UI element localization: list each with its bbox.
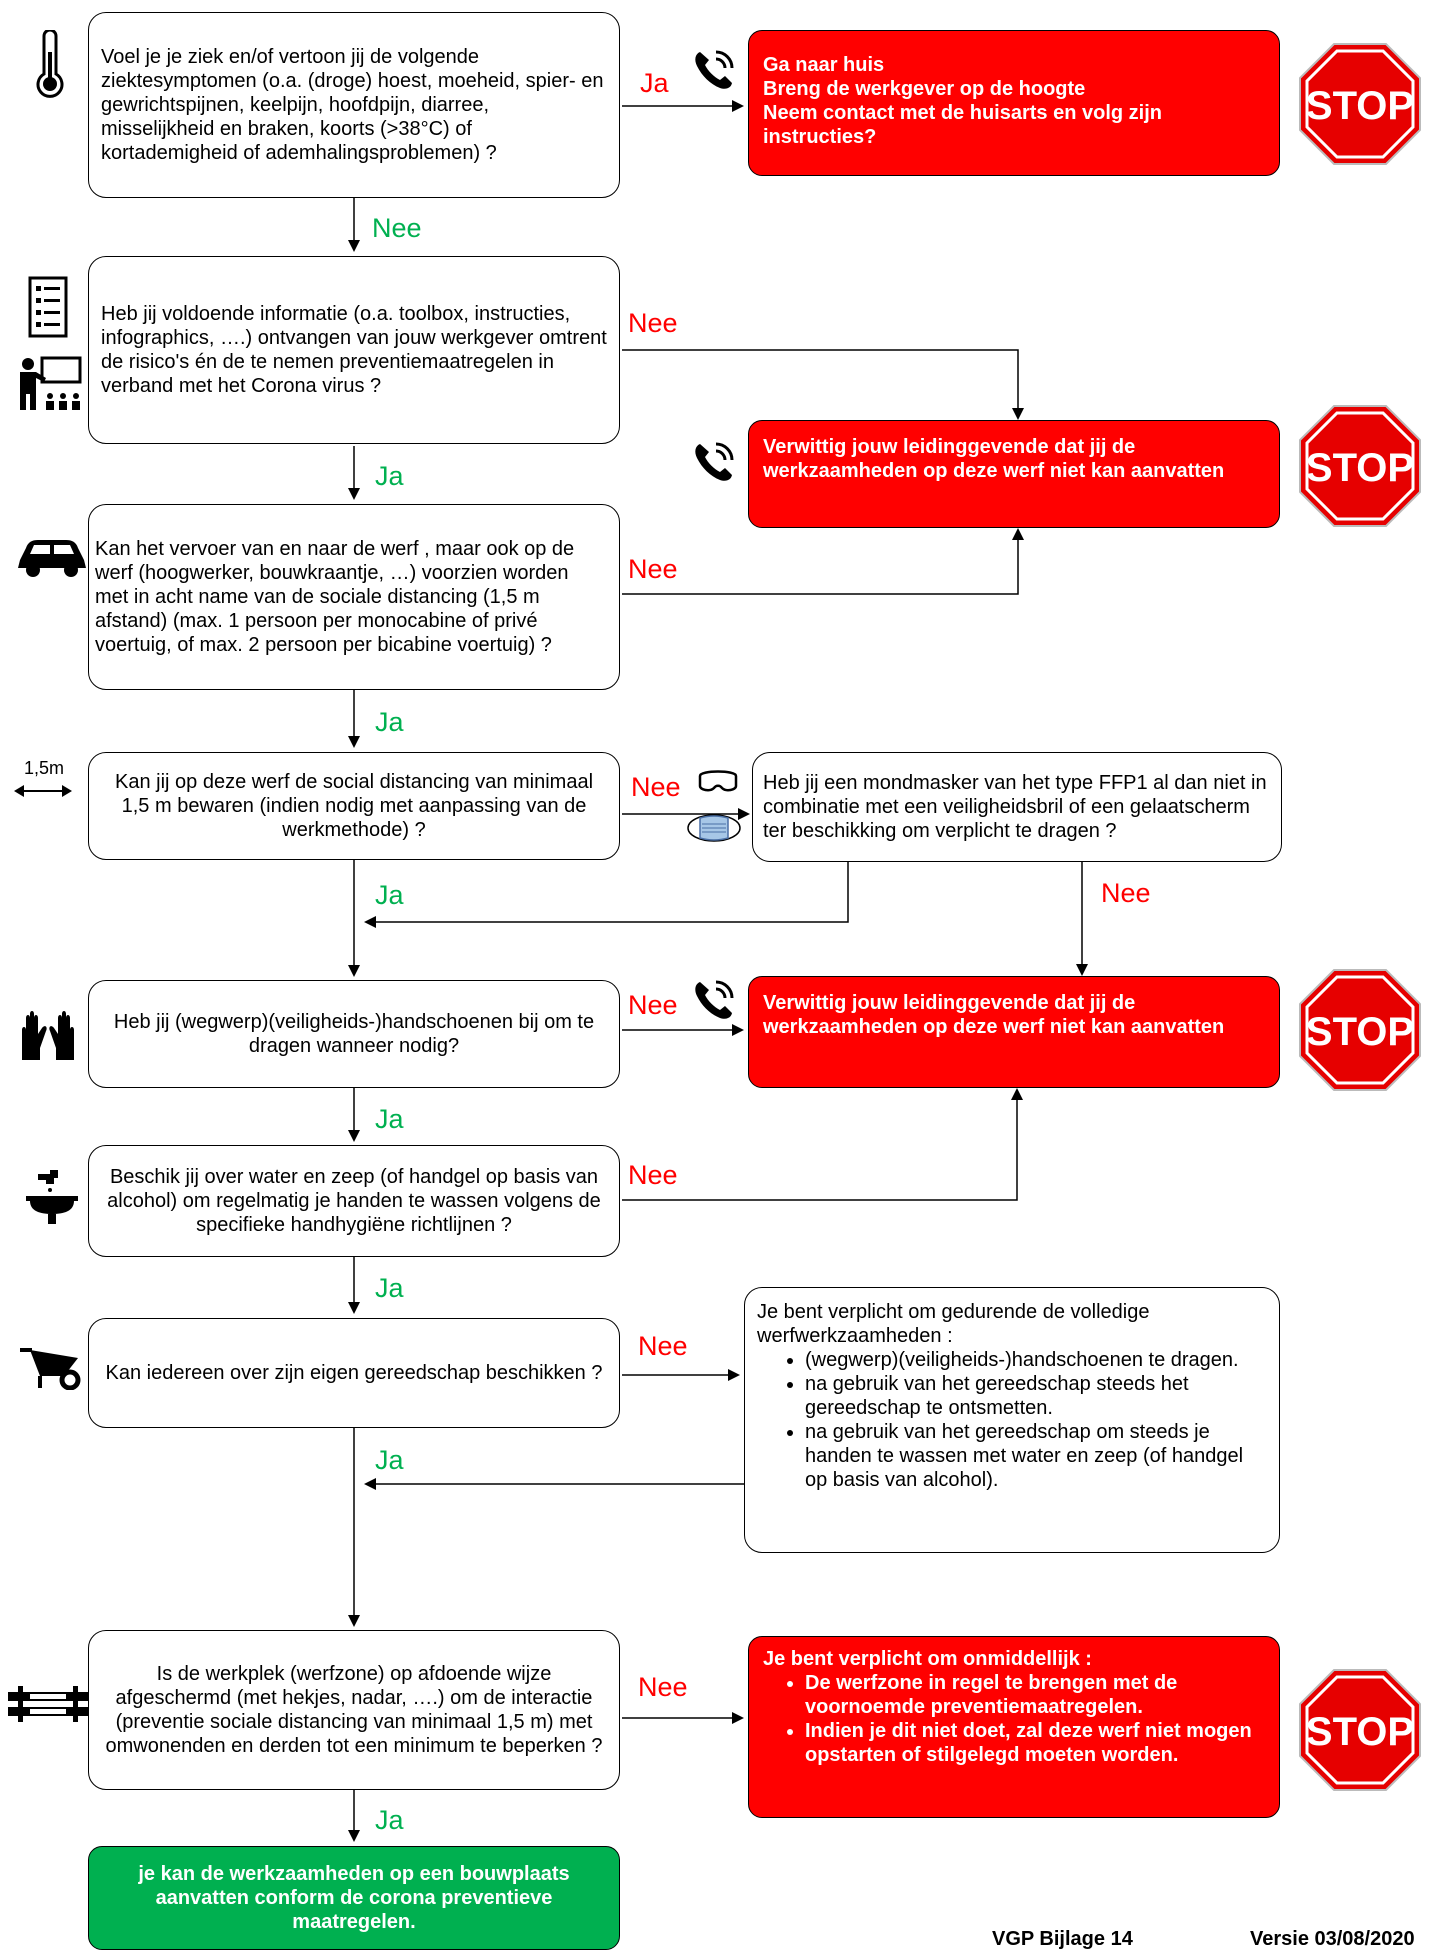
footer-version: Versie 03/08/2020 (1250, 1928, 1415, 1950)
fence-icon (8, 1686, 88, 1722)
label-ja-q8: Ja (375, 1805, 404, 1835)
question-gloves: Heb jij (wegwerp)(veiligheids-)handschoe… (88, 980, 620, 1088)
action-site-compliance-intro: Je bent verplicht om onmiddellijk : (763, 1648, 1092, 1670)
action-notify-supervisor-1: Verwittig jouw leidinggevende dat jij de… (748, 420, 1280, 528)
action-site-compliance: Je bent verplicht om onmiddellijk : De w… (748, 1636, 1280, 1818)
distance-label: 1,5m (24, 758, 65, 778)
label-nee-q7: Nee (638, 1331, 688, 1361)
question-symptoms-text: Voel je je ziek en/of vertoon jij de vol… (101, 46, 604, 164)
action-site-compliance-item: De werfzone in regel te brengen met de v… (805, 1671, 1265, 1719)
label-nee-q2: Nee (628, 308, 678, 338)
question-mask: Heb jij een mondmasker van het type FFP1… (752, 752, 1282, 862)
question-mask-text: Heb jij een mondmasker van het type FFP1… (763, 772, 1267, 842)
label-ja-q7: Ja (375, 1445, 404, 1475)
action-notify-supervisor-2-text: Verwittig jouw leidinggevende dat jij de… (763, 992, 1225, 1038)
stop-sign-text: STOP (1306, 446, 1414, 490)
label-nee-q6: Nee (628, 1160, 678, 1190)
question-information: Heb jij voldoende informatie (o.a. toolb… (88, 256, 620, 444)
question-social-distancing-text: Kan jij op deze werf de social distancin… (114, 771, 594, 841)
gloves-icon (22, 1011, 74, 1060)
label-ja-q3: Ja (375, 707, 404, 737)
thermometer-icon (36, 30, 64, 98)
question-handwash-text: Beschik jij over water en zeep (of handg… (107, 1166, 601, 1236)
phone-icon (695, 50, 734, 89)
final-ok: je kan de werkzaamheden op een bouwplaat… (88, 1846, 620, 1950)
question-transport-text: Kan het vervoer van en naar de werf , ma… (95, 538, 575, 656)
question-tools: Kan iedereen over zijn eigen gereedschap… (88, 1318, 620, 1428)
phone-icon (695, 442, 734, 481)
action-go-home-line-1: Ga naar huis (763, 54, 885, 76)
tools-obligations: Je bent verplicht om gedurende de volled… (744, 1287, 1280, 1553)
action-go-home-line-3: Neem contact met de huisarts en volg zij… (763, 102, 1162, 148)
label-ja-q2: Ja (375, 461, 404, 491)
stop-sign-text: STOP (1306, 1710, 1414, 1754)
distance-arrow-icon (14, 785, 72, 797)
tools-obligations-intro: Je bent verplicht om gedurende de volled… (757, 1301, 1150, 1347)
question-information-text: Heb jij voldoende informatie (o.a. toolb… (101, 303, 607, 397)
question-gloves-text: Heb jij (wegwerp)(veiligheids-)handschoe… (113, 1011, 595, 1057)
tools-obligation-item: na gebruik van het gereedschap om steeds… (805, 1420, 1267, 1492)
question-social-distancing: Kan jij op deze werf de social distancin… (88, 752, 620, 860)
stop-sign-icon: STOP (1299, 1669, 1421, 1791)
question-site-fencing: Is de werkplek (werfzone) op afdoende wi… (88, 1630, 620, 1790)
question-tools-text: Kan iedereen over zijn eigen gereedschap… (105, 1362, 603, 1384)
label-nee-q4b: Nee (1101, 878, 1151, 908)
tools-obligation-item: (wegwerp)(veiligheids-)handschoenen te d… (805, 1348, 1267, 1372)
stop-sign-icon: STOP (1299, 405, 1421, 527)
handwash-icon (26, 1170, 78, 1224)
action-notify-supervisor-1-text: Verwittig jouw leidinggevende dat jij de… (763, 436, 1225, 482)
label-ja-q4: Ja (375, 880, 404, 910)
label-nee-q5: Nee (628, 990, 678, 1020)
phone-icon (695, 980, 734, 1019)
stop-sign-icon: STOP (1299, 43, 1421, 165)
car-icon (18, 540, 86, 577)
label-ja-q5: Ja (375, 1104, 404, 1134)
teacher-icon (20, 356, 82, 410)
label-ja-q6: Ja (375, 1273, 404, 1303)
label-nee-q4: Nee (631, 772, 681, 802)
question-site-fencing-text: Is de werkplek (werfzone) op afdoende wi… (105, 1663, 603, 1757)
question-transport: Kan het vervoer van en naar de werf , ma… (88, 504, 620, 690)
label-nee-q8: Nee (638, 1672, 688, 1702)
footer-appendix: VGP Bijlage 14 (992, 1928, 1133, 1950)
label-nee-q3: Nee (628, 554, 678, 584)
stop-sign-text: STOP (1306, 84, 1414, 128)
label-nee-q1: Nee (372, 213, 422, 243)
action-go-home: Ga naar huis Breng de werkgever op de ho… (748, 30, 1280, 176)
label-ja-q1: Ja (640, 68, 669, 98)
action-site-compliance-item: Indien je dit niet doet, zal deze werf n… (805, 1719, 1265, 1767)
checklist-icon (28, 276, 68, 338)
action-go-home-line-2: Breng de werkgever op de hoogte (763, 78, 1086, 100)
face-mask-icon (687, 814, 741, 842)
stop-sign-text: STOP (1306, 1010, 1414, 1054)
action-notify-supervisor-2: Verwittig jouw leidinggevende dat jij de… (748, 976, 1280, 1088)
tools-obligation-item: na gebruik van het gereedschap steeds he… (805, 1372, 1267, 1420)
stop-sign-icon: STOP (1299, 969, 1421, 1091)
wheelbarrow-icon (20, 1348, 81, 1390)
final-ok-text: je kan de werkzaamheden op een bouwplaat… (138, 1863, 570, 1933)
goggles-icon (698, 770, 738, 792)
question-handwash: Beschik jij over water en zeep (of handg… (88, 1145, 620, 1257)
question-symptoms: Voel je je ziek en/of vertoon jij de vol… (88, 12, 620, 198)
